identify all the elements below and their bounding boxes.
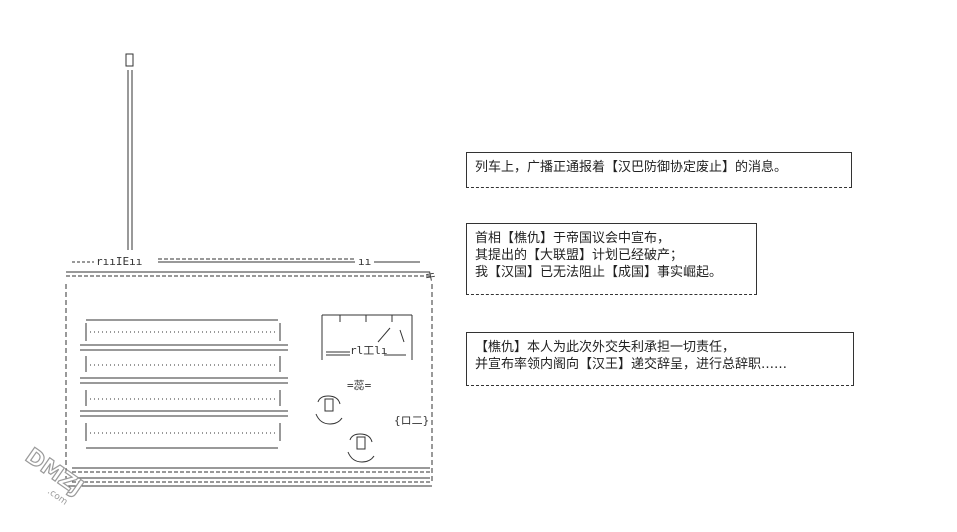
knob-a (315, 395, 343, 425)
radio-cabinet (65, 258, 433, 487)
antenna (125, 53, 134, 250)
caption-line: 并宣布率领内阁向【汉王】递交辞呈，进行总辞职…… (475, 357, 788, 372)
speaker-grille (80, 319, 288, 449)
caption-box-1: 列车上，广播正通报着【汉巴防御协定废止】的消息。 (466, 152, 852, 188)
caption-box-3: 【樵仇】本人为此次外交失利承担一切责任， 并宣布率领内阁向【汉王】递交辞呈，进行… (466, 332, 854, 386)
caption-line: 【樵仇】本人为此次外交失利承担一切责任， (475, 340, 736, 355)
caption-line: 首相【樵仇】于帝国议会中宣布， (475, 231, 671, 246)
caption-line: 列车上，广播正通报着【汉巴防御协定废止】的消息。 (475, 160, 788, 175)
knob-top: =蕊= (347, 379, 372, 392)
tuning-display (321, 314, 413, 360)
svg-text:{ロ二}: {ロ二} (394, 414, 429, 427)
radio-top-label-right: ıı (358, 255, 371, 268)
antenna-tip (125, 53, 134, 67)
caption-line: 我【汉国】已无法阻止【成国】事实崛起。 (475, 265, 723, 280)
display-text: rl工lı (350, 344, 388, 357)
dmzj-watermark-logo: DMZJ .com (20, 443, 88, 508)
side-button: {ロ二} (394, 414, 429, 427)
caption-box-2: 首相【樵仇】于帝国议会中宣布， 其提出的【大联盟】计划已经破产； 我【汉国】已无… (466, 223, 757, 295)
caption-line: 其提出的【大联盟】计划已经破产； (475, 248, 684, 263)
radio-top-label: rııIEıı (96, 255, 142, 268)
knob-b (347, 433, 375, 463)
corner-mark: キ (425, 270, 436, 283)
